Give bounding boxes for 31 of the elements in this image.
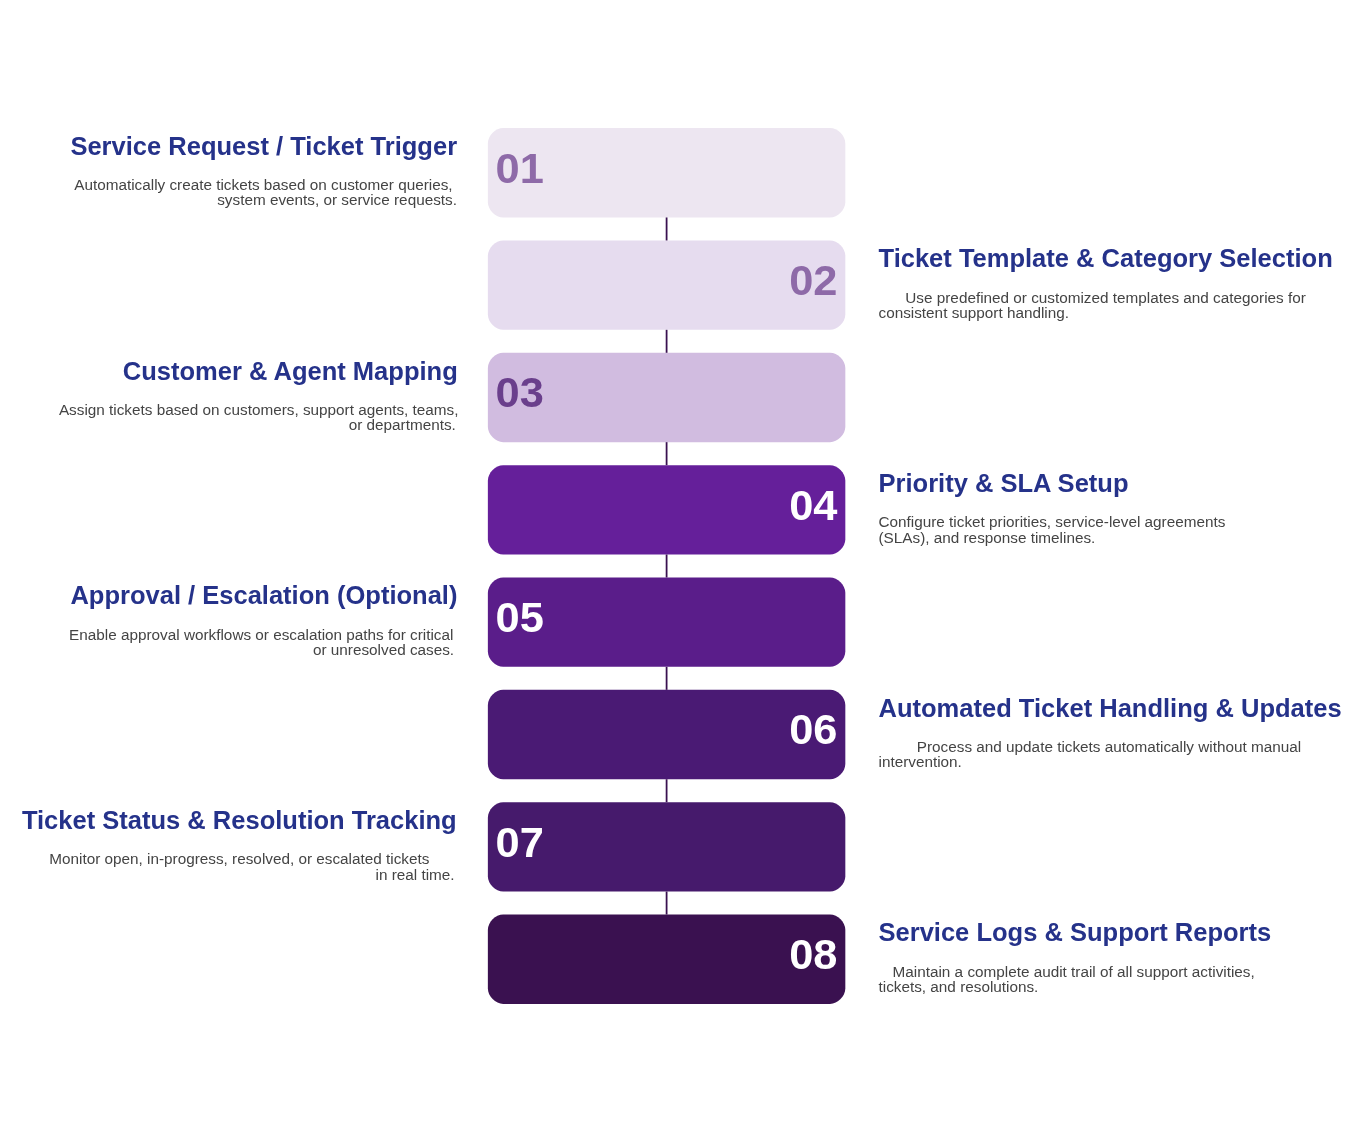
node-label: Assign tickets based on customers, support agents, teams, or departments.: [58, 400, 459, 433]
node-label: Process and update tickets automatically without manual intervention.: [878, 737, 1302, 770]
node-box: 05: [487, 577, 846, 667]
connector: [665, 553, 668, 578]
node-label: Use predefined or customized templates and categories for consistent support handling.: [878, 288, 1306, 321]
node-label: Monitor open, in-progress, resolved, or escalated tickets in real time.: [49, 849, 455, 883]
connector: [665, 216, 668, 241]
node-label: Service Request / Ticket Trigger: [70, 131, 458, 160]
connector: [665, 777, 668, 803]
node-box: 08: [487, 914, 846, 1004]
connector: [665, 328, 668, 354]
node-label: Automated Ticket Handling & Updates: [878, 693, 1342, 722]
node-label: Configure ticket priorities, service-level agreements (SLAs), and response timelines.: [878, 512, 1226, 546]
node-box: 02: [487, 239, 846, 330]
connector: [665, 665, 668, 691]
node-label: Ticket Template & Category Selection: [878, 243, 1333, 272]
node-label: Priority & SLA Setup: [878, 468, 1129, 497]
node-label: Customer & Agent Mapping: [122, 356, 458, 385]
node-box: 01: [487, 127, 846, 217]
node-label: Ticket Status & Resolution Tracking: [21, 805, 457, 834]
node-box: 06: [487, 689, 846, 779]
node-label: Approval / Escalation (Optional): [70, 580, 458, 609]
node-label: Enable approval workflows or escalation paths for critical or unresolved cases.: [69, 625, 455, 658]
connector: [665, 440, 668, 466]
node-box: 07: [487, 801, 846, 892]
connector: [665, 890, 668, 915]
node-box: 03: [487, 352, 846, 442]
node-label: Maintain a complete audit trail of all support activities, tickets, and resolutions.: [878, 962, 1255, 995]
node-label: Service Logs & Support Reports: [878, 917, 1272, 946]
node-label: Automatically create tickets based on customer queries, system events, or service requests.: [74, 175, 457, 208]
node-box: 04: [487, 464, 846, 554]
